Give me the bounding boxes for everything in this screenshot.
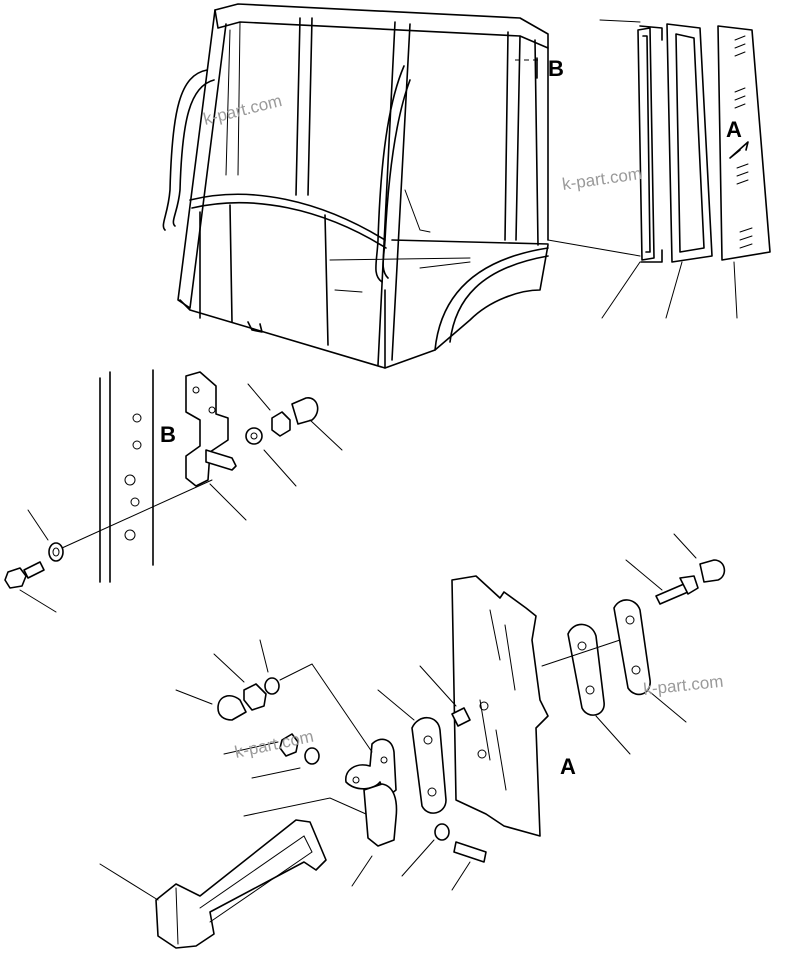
glass-panel-a [451, 575, 549, 837]
washer-a-mid [304, 747, 320, 765]
detail-b-pillar [99, 369, 154, 583]
detail-label-b: B [160, 422, 176, 447]
watermark-1: k-part.com [201, 91, 284, 129]
bolt-b [4, 561, 45, 589]
leader-lines-a [99, 533, 697, 901]
leader-lines-top [601, 261, 738, 319]
cab-frame [162, 3, 549, 369]
watermark-3: k-part.com [642, 672, 724, 699]
detail-label-a: A [560, 754, 576, 779]
window-label-a: A [726, 117, 742, 142]
bolt-a-top [655, 575, 699, 605]
axis-a-handle [243, 797, 367, 817]
hinge-plate-inner [567, 623, 605, 716]
watermark-2: k-part.com [561, 164, 643, 194]
washer-a-left [264, 677, 280, 695]
axis-a-top [541, 639, 621, 667]
bolt-a-lower [453, 841, 487, 863]
nut-a-left [243, 683, 267, 711]
bolt-axis-b [61, 479, 213, 549]
door-handle-block [363, 783, 398, 847]
window-glass-a [717, 25, 771, 261]
washer-b-lower [48, 542, 64, 562]
leader-lines-b [19, 383, 343, 613]
callout-label-b: B [548, 56, 564, 81]
watermark-4: k-part.com [233, 727, 315, 762]
window-seal [637, 25, 663, 263]
hinge-bracket [185, 371, 237, 487]
door-handle-lever [155, 819, 327, 949]
nut-a-mid [279, 733, 299, 757]
cap-nut-a-left [217, 695, 247, 721]
link-plate-a [411, 716, 447, 814]
washer-b [245, 427, 263, 445]
window-frame [666, 23, 713, 263]
projection-lines [547, 19, 641, 257]
nut-b [271, 411, 291, 437]
spacer-a [451, 707, 471, 727]
axis-a-left [279, 663, 373, 753]
cap-nut-b [291, 397, 319, 425]
hinge-plate-outer [613, 599, 651, 696]
cap-nut-a-top [699, 559, 726, 583]
washer-a-lower [434, 823, 450, 841]
